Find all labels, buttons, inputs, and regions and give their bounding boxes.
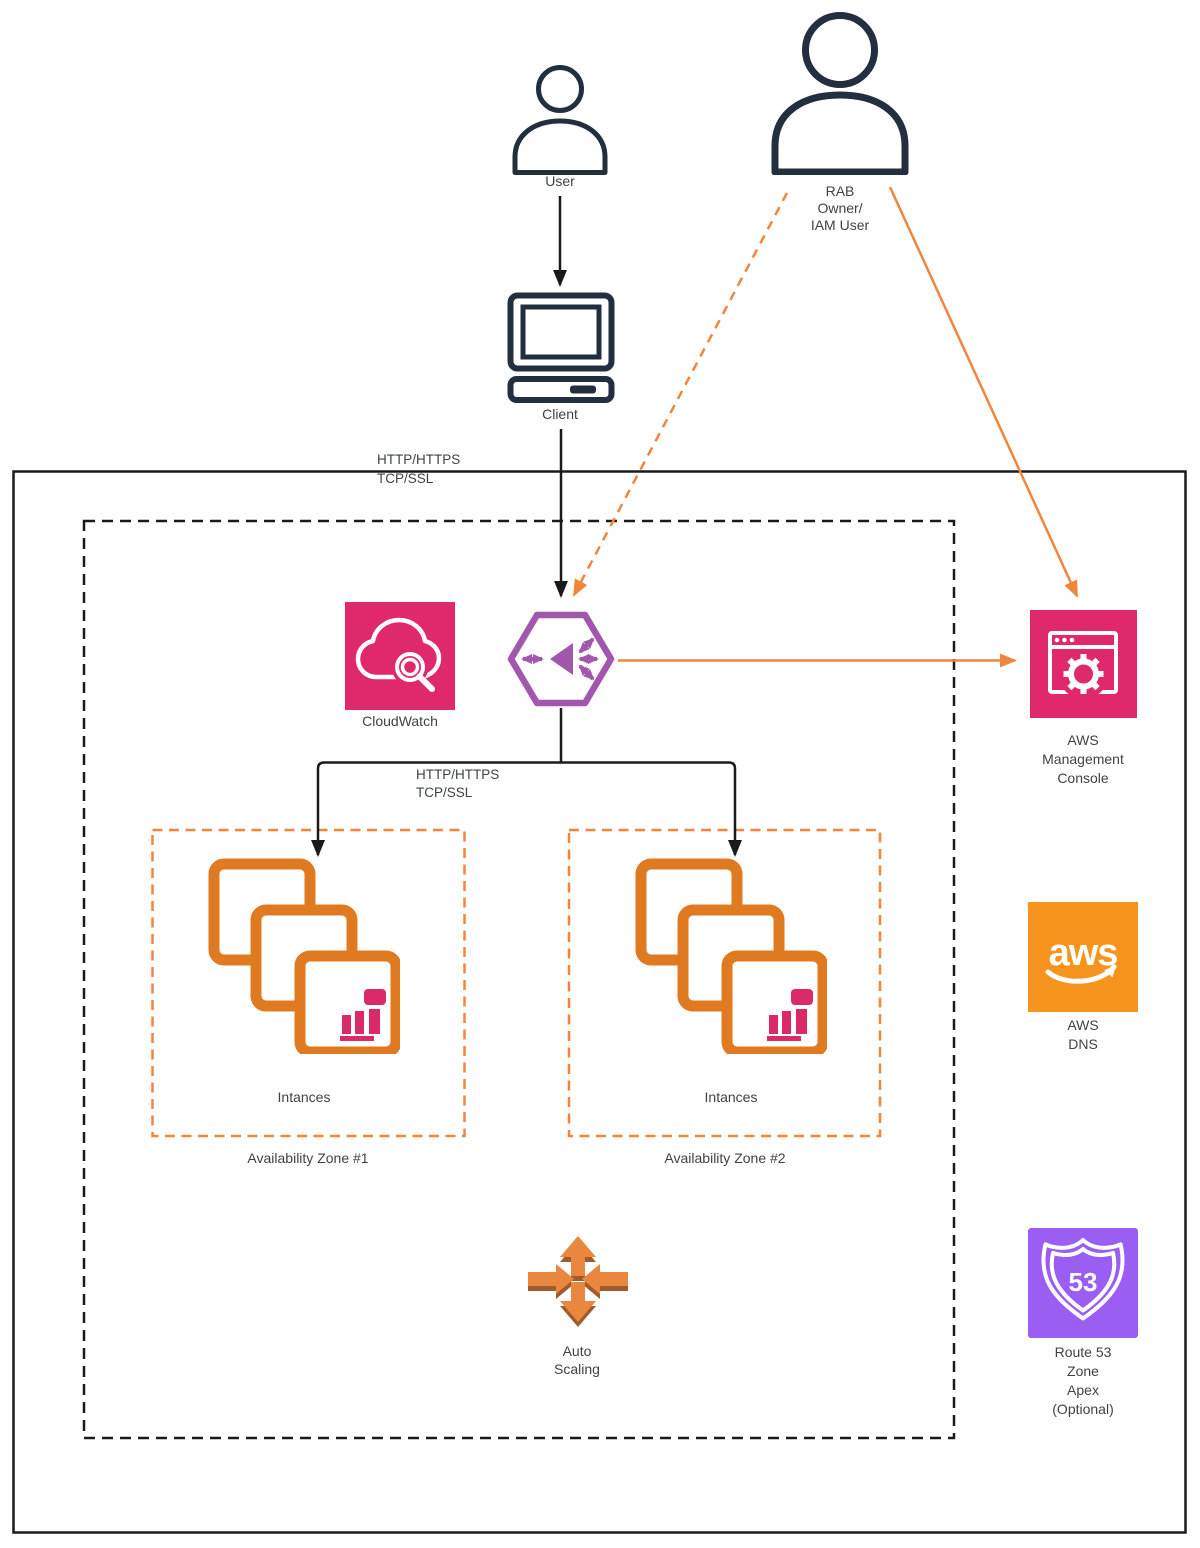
aws-management-console-label: AWS Management Console (1042, 732, 1124, 786)
client-computer-icon (507, 292, 615, 403)
rab-owner-person-icon (771, 12, 909, 175)
availability-zone-1-label: Availability Zone #1 (247, 1150, 369, 1166)
auto-scaling-label: Auto Scaling (554, 1343, 600, 1377)
user-label: User (545, 173, 575, 189)
availability-zone-1-box (151, 828, 466, 1138)
user-person-icon (512, 65, 608, 175)
availability-zone-2-label: Availability Zone #2 (664, 1150, 786, 1166)
cloudwatch-icon (345, 602, 455, 710)
arrow-load-balancer-to-zone1 (311, 761, 561, 857)
arrow-rab-owner-to-load-balancer-dashed (572, 192, 789, 597)
route53-shield-number: 53 (1069, 1267, 1098, 1297)
aws-logo-text: aws (1049, 932, 1118, 974)
route53-icon: 53 (1028, 1228, 1138, 1338)
arrow-load-balancer-to-zone2 (561, 761, 742, 857)
vpc-dashed-boundary (82, 519, 956, 1440)
aws-dns-label: AWS DNS (1067, 1017, 1099, 1052)
load-balancer-icon (507, 611, 615, 707)
arrow-rab-owner-to-console (888, 186, 1079, 598)
availability-zone-2-box (567, 828, 882, 1138)
rab-owner-label: RAB Owner/ IAM User (810, 183, 870, 233)
instances-zone2-label: Intances (704, 1089, 758, 1105)
route53-label: Route 53 Zone Apex (Optional) (1052, 1344, 1114, 1417)
auto-scaling-icon (528, 1236, 628, 1327)
instances-stack-zone1-icon (208, 858, 400, 1054)
lb-protocol-label: HTTP/HTTPS TCP/SSL (416, 767, 500, 800)
client-protocol-label: HTTP/HTTPS TCP/SSL (377, 452, 461, 486)
aws-management-console-icon (1030, 610, 1137, 718)
instances-zone1-label: Intances (277, 1089, 331, 1105)
aws-dns-icon: aws (1028, 902, 1138, 1012)
instances-stack-zone2-icon (635, 858, 827, 1054)
aws-cloud-boundary (12, 470, 1187, 1534)
cloudwatch-label: CloudWatch (362, 713, 438, 729)
client-label: Client (542, 406, 578, 422)
